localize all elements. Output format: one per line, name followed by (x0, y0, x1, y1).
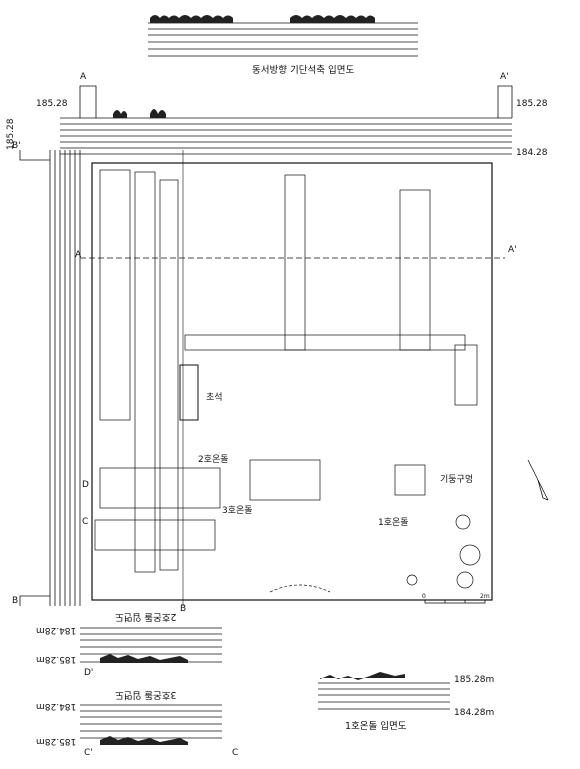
marker-b-plan-bottom: B (180, 604, 187, 614)
label-cornerstone: 초석 (206, 393, 223, 403)
marker-a-prime-top: A' (500, 72, 509, 82)
caption-ondol-2-section: 2호온돌 입면도 (115, 611, 177, 622)
scale-zero: 0 (422, 593, 426, 600)
marker-b: B (12, 596, 19, 606)
elev-ondol-3-lower: 184.28m (36, 701, 77, 711)
marker-c: C (82, 517, 89, 527)
caption-top-section: 동서방향 기단석축 입면도 (252, 65, 355, 76)
elev-ondol-1-upper: 185.28m (454, 675, 495, 685)
elev-upper-left: 185.28 (36, 99, 68, 109)
scale-max: 2m (480, 593, 490, 600)
elev-ondol-1-lower: 184.28m (454, 708, 495, 718)
stone-walls (94, 169, 481, 593)
label-ondol-1: 1호온돌 (378, 518, 409, 528)
marker-c-bottom: C (232, 748, 239, 758)
top-section-rules (148, 22, 418, 57)
ondol-3-section-rules (80, 704, 222, 739)
label-ondol-2: 2호온돌 (198, 455, 229, 465)
label-post-hole: 기둥구멍 (440, 475, 474, 485)
scale-bar (424, 599, 486, 604)
marker-a-prime-plan: A' (508, 245, 517, 255)
elev-lower-right: 184.28 (516, 148, 548, 158)
marker-a-plan: A (75, 250, 82, 260)
plan-frame (91, 162, 493, 601)
ns-elevation-rules (19, 150, 81, 606)
elev-upper-right: 185.28 (516, 99, 548, 109)
caption-ondol-3-section: 3호온돌 입면도 (115, 689, 177, 700)
ondol-1-section-rules (318, 682, 450, 710)
north-arrow-icon (527, 459, 549, 501)
marker-a-top: A (80, 72, 87, 82)
marker-d-prime: D' (84, 668, 94, 678)
ondol-2-section-rules (80, 627, 222, 663)
marker-c-prime: C' (84, 748, 93, 758)
caption-ondol-1-section: 1호온돌 입면도 (345, 721, 407, 732)
marker-b-prime: B' (12, 141, 21, 151)
elev-ondol-2-upper: 185.28m (36, 654, 77, 664)
elev-ondol-3-upper: 185.28m (36, 736, 77, 746)
ew-elevation-rules (60, 85, 513, 155)
elevation-stones (100, 15, 405, 745)
elev-ondol-2-lower: 184.28m (36, 625, 77, 635)
label-ondol-3: 3호온돌 (222, 506, 253, 516)
marker-d: D (82, 480, 89, 490)
